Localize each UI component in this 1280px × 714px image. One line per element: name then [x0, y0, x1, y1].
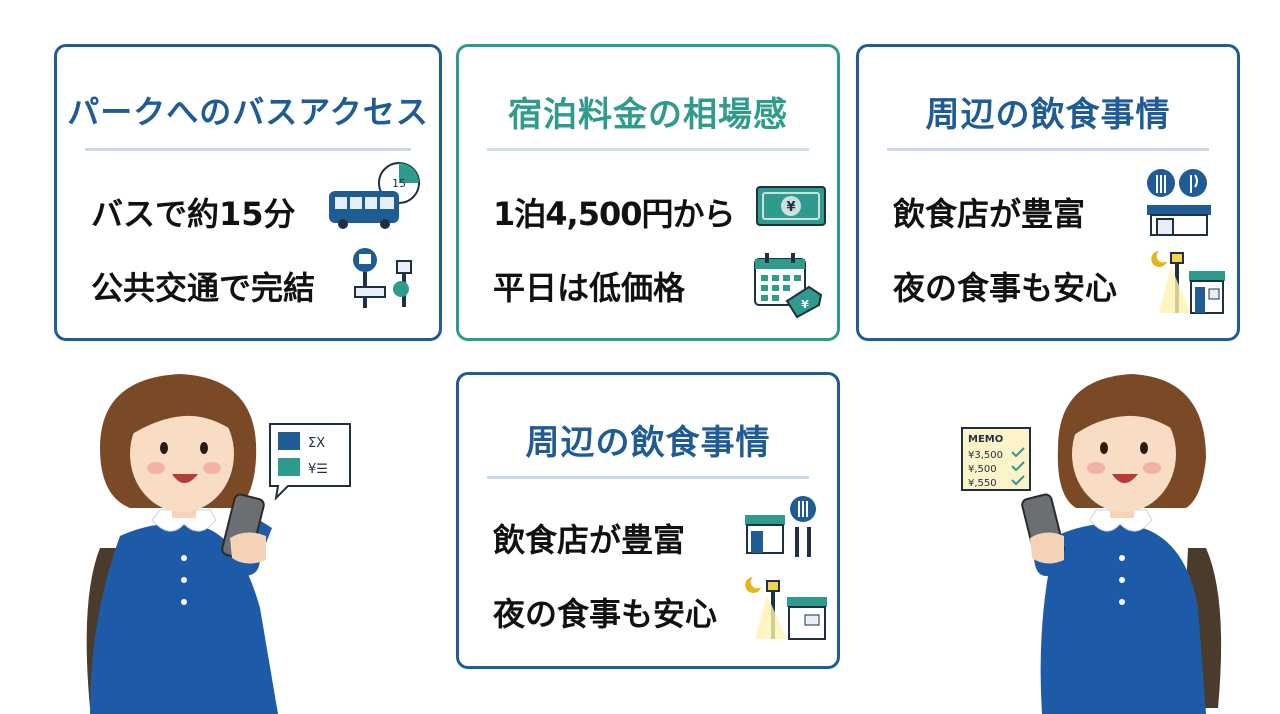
- restaurant-icon: [745, 496, 816, 557]
- divider: [85, 148, 411, 151]
- svg-text:¥: ¥: [801, 298, 809, 311]
- divider: [487, 148, 809, 151]
- card-line: 夜の食事も安心: [893, 269, 1118, 307]
- bubble-row1: ΣⅩ: [308, 436, 325, 451]
- memo-title: MEMO: [968, 434, 1003, 445]
- night-shop-icon: [1151, 251, 1225, 314]
- card-title: 周辺の飲食事情: [925, 95, 1171, 135]
- memo-item: ¥3,500: [968, 450, 1003, 461]
- card-line: 飲食店が豊富: [493, 521, 686, 559]
- card-line: 平日は低価格: [493, 269, 686, 307]
- right-girl-illustration: MEMO ¥3,500 ¥,500 ¥,550: [961, 374, 1222, 714]
- calendar-price-tag-icon: ¥: [754, 253, 823, 319]
- card-bus-access: パークへのバスアクセス バスで約15分 公共交通で完結 15: [54, 44, 442, 341]
- bus-stop-icon: [353, 248, 412, 308]
- svg-text:¥: ¥: [786, 200, 795, 215]
- divider: [487, 476, 809, 479]
- card-dining-bottom: 周辺の飲食事情 飲食店が豊富 夜の食事も安心: [456, 372, 840, 669]
- bubble-row2: ¥☰: [308, 462, 328, 477]
- uniform: [1040, 523, 1206, 714]
- card-dining-top: 周辺の飲食事情 飲食店が豊富 夜の食事も安心: [856, 44, 1240, 341]
- clock-label: 15: [392, 177, 406, 190]
- left-girl-illustration: ΣⅩ ¥☰: [86, 374, 351, 714]
- card-lodging-price: 宿泊料金の相場感 1泊4,500円から 平日は低価格 ¥ ¥: [456, 44, 840, 341]
- memo-item: ¥,550: [968, 478, 997, 489]
- card-line: 1泊4,500円から: [493, 195, 735, 233]
- divider: [887, 148, 1209, 151]
- card-line: バスで約15分: [91, 195, 296, 233]
- card-title: パークへのバスアクセス: [67, 93, 429, 131]
- night-shop-icon: [745, 577, 827, 640]
- card-line: 夜の食事も安心: [493, 595, 718, 633]
- card-title: 周辺の飲食事情: [525, 423, 771, 463]
- bus-clock-icon: 15: [329, 162, 420, 229]
- card-title: 宿泊料金の相場感: [508, 95, 788, 135]
- restaurant-icon: [1147, 169, 1211, 236]
- check-icon: [1011, 447, 1025, 486]
- memo-item: ¥,500: [968, 464, 997, 475]
- card-line: 飲食店が豊富: [893, 195, 1086, 233]
- card-line: 公共交通で完結: [91, 269, 316, 307]
- yen-banknote-icon: ¥: [756, 186, 826, 226]
- memo-card: [961, 427, 1031, 491]
